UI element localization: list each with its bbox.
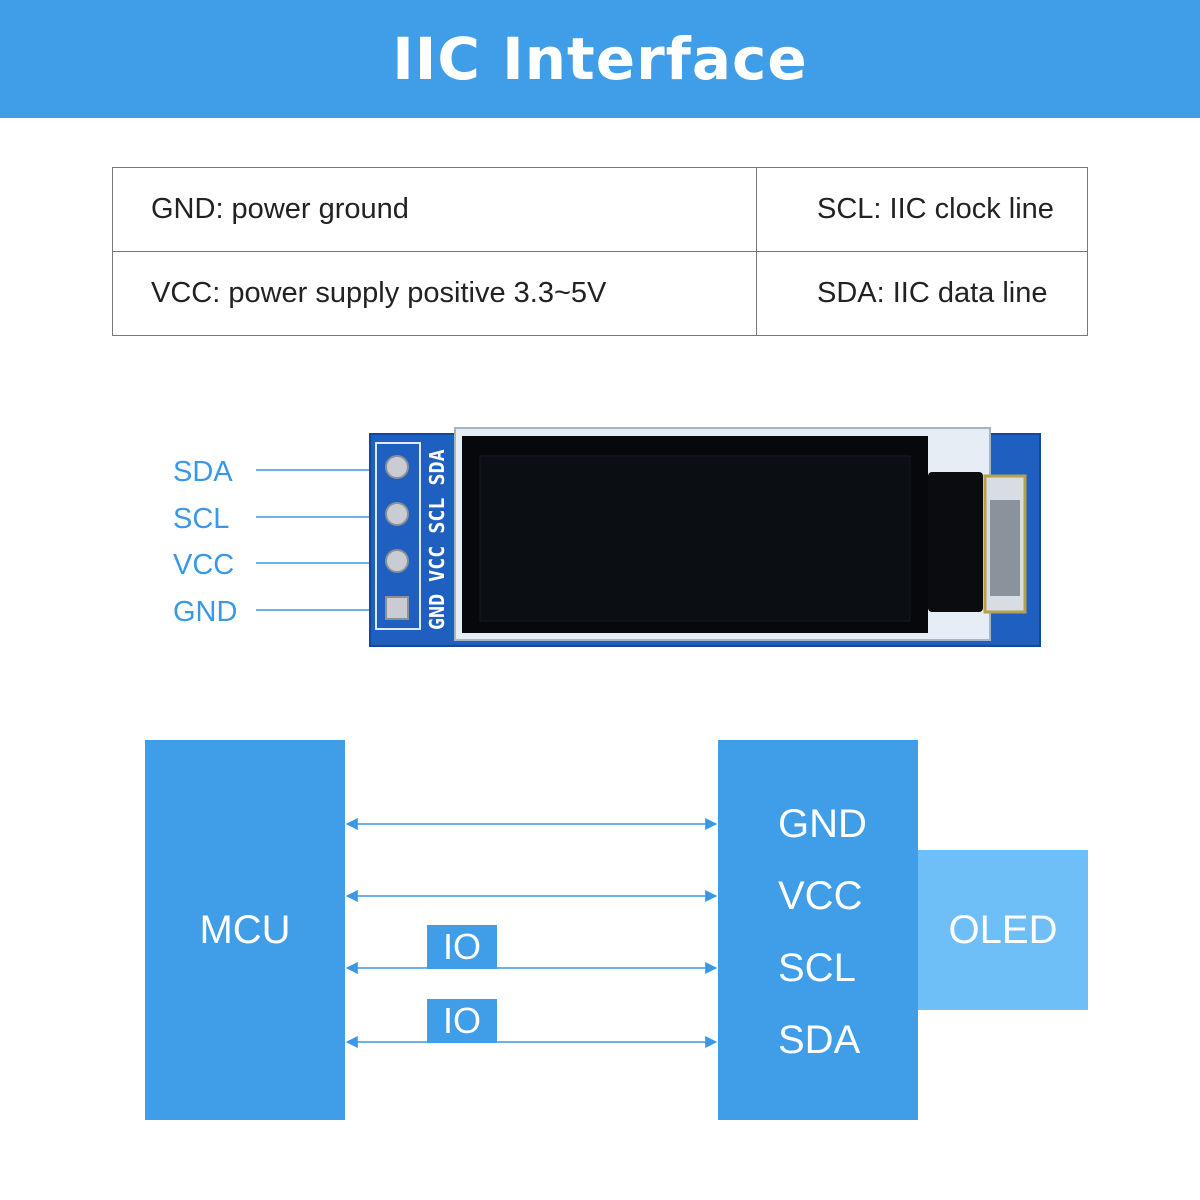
mcu-block: MCU	[145, 740, 345, 1120]
oled-block: OLED	[918, 850, 1088, 1010]
flex-cable-black	[928, 472, 983, 612]
module-pin-label-gnd: GND	[173, 596, 238, 628]
table-cell: SDA: IIC data line	[756, 251, 1088, 336]
oled-label: OLED	[948, 907, 1058, 952]
oled-pin-vcc: VCC	[778, 874, 863, 918]
io-tag-scl: IO	[427, 925, 497, 969]
pin-sda	[385, 455, 409, 479]
oled-pin-scl: SCL	[778, 946, 856, 990]
mcu-label: MCU	[199, 907, 291, 952]
table-cell: SCL: IIC clock line	[756, 167, 1088, 252]
oled-pin-sda: SDA	[778, 1018, 861, 1062]
table-cell: VCC: power supply positive 3.3~5V	[112, 251, 757, 336]
module-pin-label-sda: SDA	[173, 456, 233, 488]
oled-pin-gnd: GND	[778, 802, 867, 846]
oled-pin-block: GND VCC SCL SDA	[718, 740, 918, 1120]
table-row: GND: power ground SCL: IIC clock line	[112, 167, 1088, 252]
pin-vcc	[385, 549, 409, 573]
pin-header-outline	[375, 442, 421, 630]
pcb-silkscreen-label: GND VCC SCL SDA	[425, 449, 449, 630]
table-cell: GND: power ground	[112, 167, 757, 252]
pin-scl	[385, 502, 409, 526]
header-banner: IIC Interface	[0, 0, 1200, 118]
module-pin-label-vcc: VCC	[173, 549, 235, 581]
table-row: VCC: power supply positive 3.3~5V SDA: I…	[112, 251, 1088, 336]
io-tag-sda: IO	[427, 999, 497, 1043]
module-pin-label-scl: SCL	[173, 503, 230, 535]
pin-gnd	[385, 596, 409, 620]
oled-module-illustration: GND VCC SCL SDA	[256, 427, 1041, 647]
pin-description-table: GND: power ground SCL: IIC clock line VC…	[112, 167, 1088, 336]
page-title: IIC Interface	[392, 25, 808, 93]
